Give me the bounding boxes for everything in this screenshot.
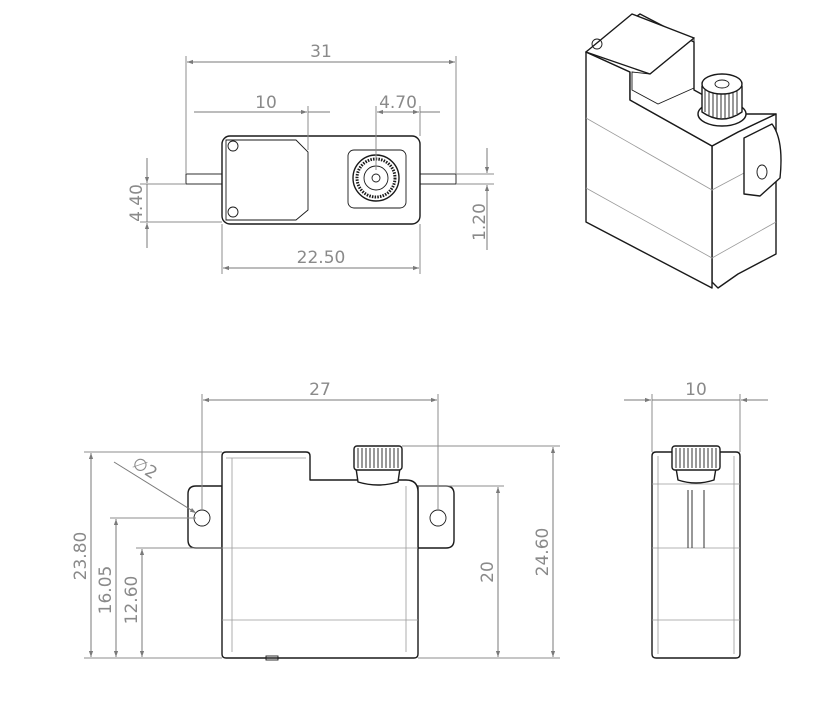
front-view: 27 ∅2 23.80 16.05 12.60 20 24.60: [71, 380, 560, 661]
dim-front-shaft-height: 24.60: [533, 528, 553, 577]
top-view-module: [225, 139, 309, 221]
dim-side-width: 10: [685, 380, 707, 400]
dim-front-body-height: 12.60: [122, 576, 142, 625]
side-view: 10: [624, 380, 768, 659]
dim-front-tab-height: 16.05: [96, 566, 116, 615]
front-gear-knurl: [357, 448, 399, 468]
top-view-screw: [227, 140, 239, 152]
dim-top-shaft: 4.70: [379, 93, 417, 113]
top-view-tab-left: [185, 173, 223, 185]
dim-top-tab: 1.20: [470, 203, 490, 241]
front-body: [221, 451, 419, 659]
top-view-tab-right: [419, 173, 457, 185]
front-tab-left: [187, 485, 223, 549]
isometric-view: [585, 13, 782, 289]
dim-front-hole: ∅2: [128, 453, 160, 484]
side-gear-knurl: [675, 448, 717, 468]
dim-front-body-top: 20: [478, 561, 498, 583]
dim-top-offset: 10: [255, 93, 277, 113]
dim-top-height-left: 4.40: [127, 184, 147, 222]
front-tab-right: [417, 485, 455, 549]
dim-front-total-height: 23.80: [71, 532, 91, 581]
dim-top-body: 22.50: [297, 248, 346, 268]
top-view-screw: [227, 206, 239, 218]
dim-front-width: 27: [309, 380, 331, 400]
top-view-gear-boss: [347, 149, 407, 209]
dim-top-width: 31: [310, 42, 332, 62]
side-body: [651, 451, 741, 659]
top-view: 31 10 4.70 4.40 1.20 22.50: [127, 42, 494, 274]
